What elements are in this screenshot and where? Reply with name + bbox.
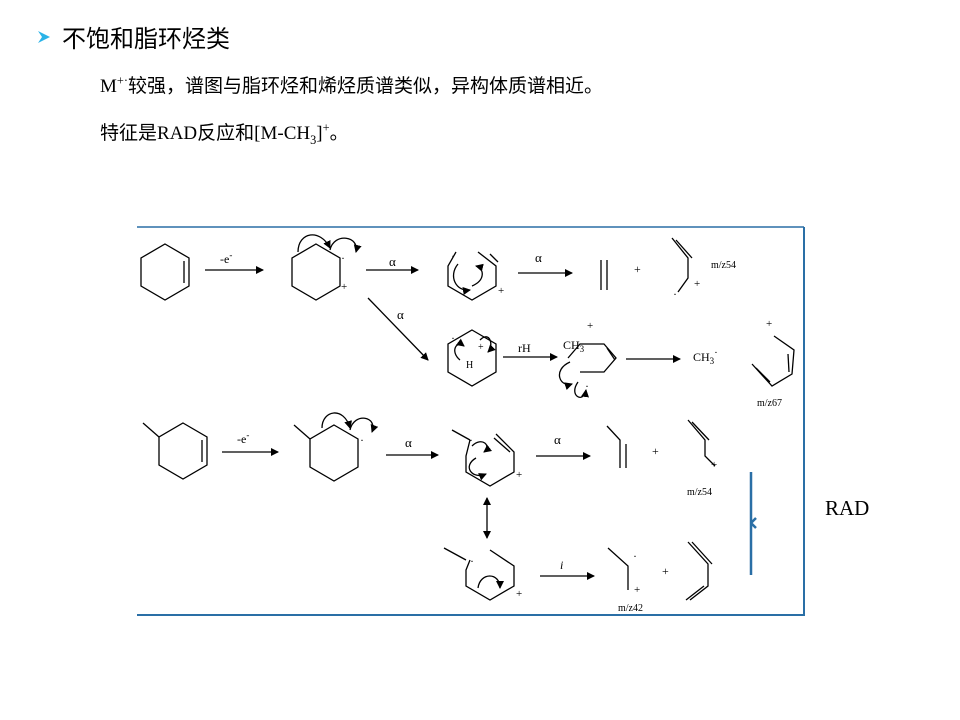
butadiene-ion-mz54-second [687, 419, 716, 467]
label-plus-11: + [516, 588, 522, 600]
label-plus-6: + [587, 320, 593, 332]
methylcyclohexene [142, 422, 208, 480]
line-2-formula-sub: 3 [310, 132, 317, 147]
line-2-end: 。 [329, 122, 349, 144]
alpha-arrow-3 [367, 297, 429, 361]
ring-opened-ion [447, 251, 499, 301]
resonance-ion [443, 547, 515, 601]
label-mz54-second: m/z54 [687, 487, 712, 498]
ethylene-fragment [600, 260, 608, 290]
label-minus-e-2: -e- [237, 430, 249, 446]
label-ch3-radical: CH3· [693, 347, 718, 366]
line-2-formula: [M-CH [254, 123, 311, 144]
label-mz54: m/z54 [711, 260, 736, 271]
description-line-2: 特征是RAD反应和[M-CH3]+。 [100, 120, 349, 147]
butadiene-ion-mz54 [671, 237, 693, 293]
section-title: 不饱和脂环烃类 [62, 25, 230, 53]
label-dot-1: · [341, 251, 345, 265]
label-dot-2: · [451, 249, 455, 263]
propene-ion-mz42 [607, 547, 629, 590]
hydrogen-transfer-ion [447, 329, 497, 387]
butadiene-bottom [685, 541, 713, 601]
label-dot-7: · [469, 433, 473, 447]
label-alpha-1: α [389, 254, 396, 269]
line-2-prefix: 特征是 [100, 122, 158, 144]
cyclohexene [140, 243, 190, 301]
rad-label: RAD [825, 496, 870, 520]
bullet-arrow-icon [38, 31, 50, 43]
label-plus-5: + [478, 342, 484, 353]
molecular-ion-charge: +· [116, 73, 128, 88]
description-line-1: M+·较强，谱图与脂环烃和烯烃质谱类似，异构体质谱相近。 [100, 73, 603, 100]
label-dot-5: · [585, 379, 589, 393]
description-line-1-text: 较强，谱图与脂环烃和烯烃质谱类似，异构体质谱相近。 [127, 75, 603, 97]
label-mz42: m/z42 [618, 603, 643, 614]
label-plus-9: + [652, 444, 659, 458]
label-dot-9: · [633, 549, 637, 563]
label-hydrogen: H [466, 360, 473, 371]
label-alpha-2: α [535, 250, 542, 265]
label-plus-4: + [694, 278, 700, 290]
label-dot-6: · [360, 433, 364, 447]
label-alpha-5: α [554, 432, 561, 447]
line-2-mid: 反应和 [197, 122, 255, 144]
methyl-ring-intermediate [558, 343, 617, 398]
label-plus-8: + [516, 469, 522, 481]
label-alpha-3: α [397, 307, 404, 322]
label-minus-e-1: -e- [220, 250, 232, 266]
label-plus-2: + [498, 285, 504, 297]
opened-methyl-ion [451, 429, 515, 487]
label-alpha-4: α [405, 435, 412, 450]
label-plus-1: + [341, 281, 347, 293]
label-plus-7: + [766, 318, 772, 330]
methyl-radical-cation [293, 412, 379, 482]
line-2-formula-close: ] [316, 123, 323, 144]
label-plus-10: + [711, 459, 717, 471]
radical-cation-ring [291, 234, 362, 301]
scheme-frame [137, 226, 805, 616]
label-dot-3: · [673, 287, 677, 301]
fragment-mz67 [751, 335, 795, 387]
line-2-rad: RAD [157, 123, 198, 144]
propene-fragment [606, 425, 627, 468]
label-dot-8: · [470, 554, 474, 568]
molecular-ion-symbol: M [100, 76, 117, 97]
label-plus-12: + [634, 584, 640, 596]
label-i: i [560, 558, 563, 572]
label-plus-3: + [634, 262, 641, 276]
label-dot-4: · [451, 331, 455, 345]
label-rh: rH [518, 341, 531, 355]
line-2-formula-sup: + [322, 120, 330, 135]
label-ch3: CH3 [563, 338, 585, 354]
label-mz67: m/z67 [757, 398, 782, 409]
label-plus-13: + [662, 564, 669, 578]
